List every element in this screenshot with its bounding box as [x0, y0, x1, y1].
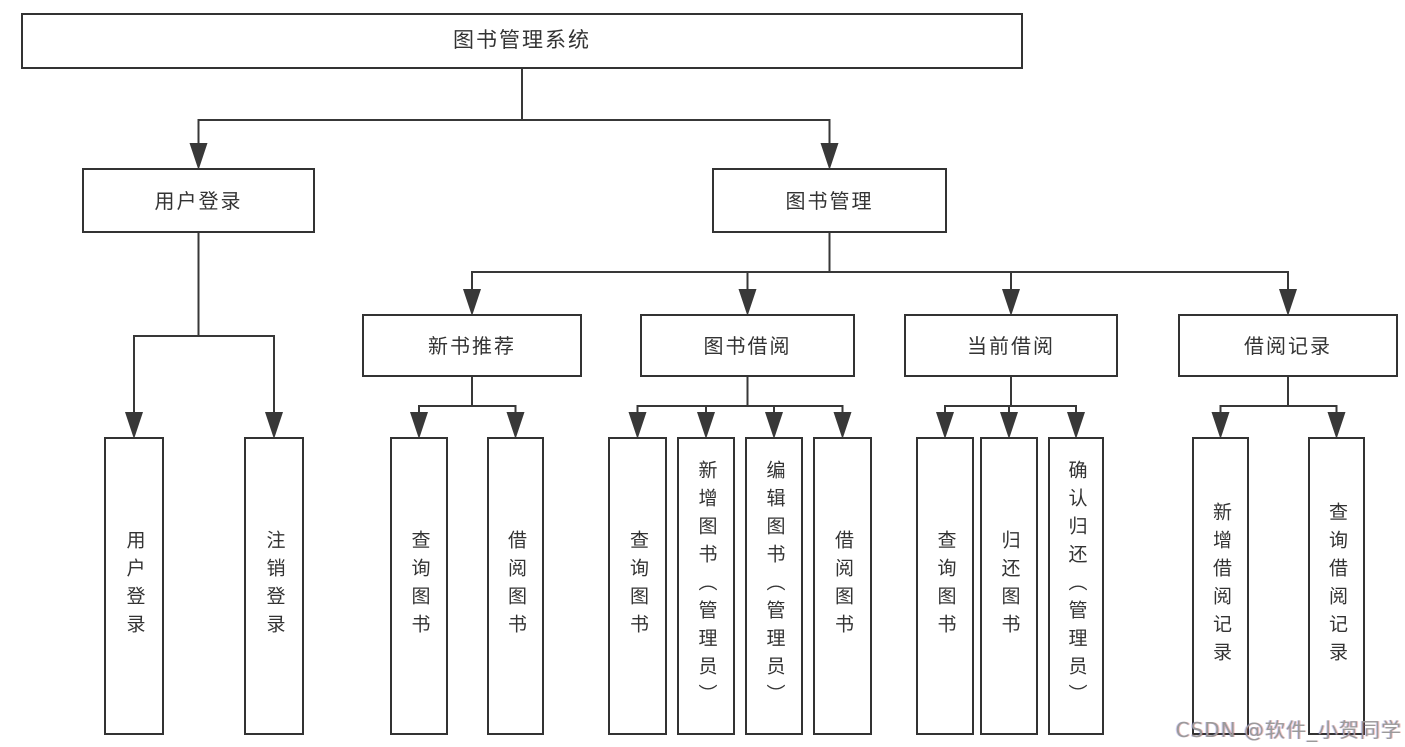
- arrowhead-borrow-books-recommend: [506, 412, 525, 439]
- arrowhead-add-borrow-record: [1211, 412, 1230, 439]
- node-book-borrow: 图书借阅: [640, 314, 855, 377]
- node-label-query-books-borrow: 查询图书: [627, 530, 649, 642]
- node-label-add-borrow-record: 新增借阅记录: [1210, 502, 1232, 670]
- arrowhead-current-borrow: [1002, 289, 1020, 316]
- node-label-root: 图书管理系统: [453, 28, 591, 53]
- node-query-books-recommend: 查询图书: [390, 437, 448, 735]
- node-label-query-borrow-record: 查询借阅记录: [1326, 502, 1348, 670]
- node-label-add-books-admin: 新增图书（管理员）: [695, 460, 718, 712]
- node-confirm-return-admin: 确认归还（管理员）: [1048, 437, 1104, 735]
- node-book-management: 图书管理: [712, 168, 947, 233]
- arrowhead-borrow-records: [1279, 289, 1297, 316]
- node-label-borrow-records: 借阅记录: [1244, 333, 1332, 358]
- node-borrow-records: 借阅记录: [1178, 314, 1398, 377]
- node-query-books-borrow: 查询图书: [608, 437, 667, 735]
- node-label-user-login-leaf: 用户登录: [123, 530, 146, 642]
- node-root: 图书管理系统: [21, 13, 1023, 69]
- node-add-borrow-record: 新增借阅记录: [1192, 437, 1249, 735]
- node-query-books-current: 查询图书: [916, 437, 974, 735]
- arrowhead-logout-leaf: [265, 412, 283, 439]
- node-current-borrow: 当前借阅: [904, 314, 1118, 377]
- arrowhead-edit-books-admin: [765, 412, 783, 439]
- arrowhead-query-books-current: [936, 412, 954, 439]
- node-label-return-books: 归还图书: [998, 530, 1021, 642]
- node-logout-leaf: 注销登录: [244, 437, 304, 735]
- node-user-login-leaf: 用户登录: [104, 437, 164, 735]
- node-label-query-books-recommend: 查询图书: [408, 530, 431, 642]
- node-borrow-books-recommend: 借阅图书: [487, 437, 544, 735]
- node-query-borrow-record: 查询借阅记录: [1308, 437, 1365, 735]
- watermark: CSDN @软件_小贺同学: [1175, 718, 1402, 742]
- node-label-query-books-current: 查询图书: [934, 530, 957, 642]
- node-label-borrow-books-leaf: 借阅图书: [832, 530, 854, 642]
- arrowhead-query-books-borrow: [628, 412, 647, 439]
- node-label-new-book-recommend: 新书推荐: [428, 333, 516, 358]
- arrowhead-query-borrow-record: [1327, 412, 1346, 439]
- node-label-current-borrow: 当前借阅: [967, 333, 1055, 358]
- node-user-login: 用户登录: [82, 168, 315, 233]
- node-label-user-login: 用户登录: [154, 188, 243, 213]
- arrowhead-user-login: [189, 143, 208, 170]
- arrowhead-user-login-leaf: [125, 412, 143, 439]
- node-label-confirm-return-admin: 确认归还（管理员）: [1065, 460, 1088, 712]
- arrowhead-borrow-books-leaf: [833, 412, 852, 439]
- node-label-logout-leaf: 注销登录: [263, 530, 286, 642]
- node-add-books-admin: 新增图书（管理员）: [677, 437, 735, 735]
- arrowhead-confirm-return-admin: [1067, 412, 1085, 439]
- arrowhead-query-books-recommend: [410, 412, 428, 439]
- node-edit-books-admin: 编辑图书（管理员）: [745, 437, 803, 735]
- arrowhead-return-books: [1000, 412, 1018, 439]
- node-label-book-borrow: 图书借阅: [703, 333, 792, 358]
- node-label-book-management: 图书管理: [785, 188, 874, 213]
- node-new-book-recommend: 新书推荐: [362, 314, 582, 377]
- node-label-borrow-books-recommend: 借阅图书: [505, 530, 527, 642]
- node-label-edit-books-admin: 编辑图书（管理员）: [763, 460, 786, 712]
- node-return-books: 归还图书: [980, 437, 1038, 735]
- arrowhead-book-management: [820, 143, 839, 170]
- node-borrow-books-leaf: 借阅图书: [813, 437, 872, 735]
- arrowhead-add-books-admin: [697, 412, 715, 439]
- arrowhead-new-book-recommend: [463, 289, 481, 316]
- arrowhead-book-borrow: [738, 289, 757, 316]
